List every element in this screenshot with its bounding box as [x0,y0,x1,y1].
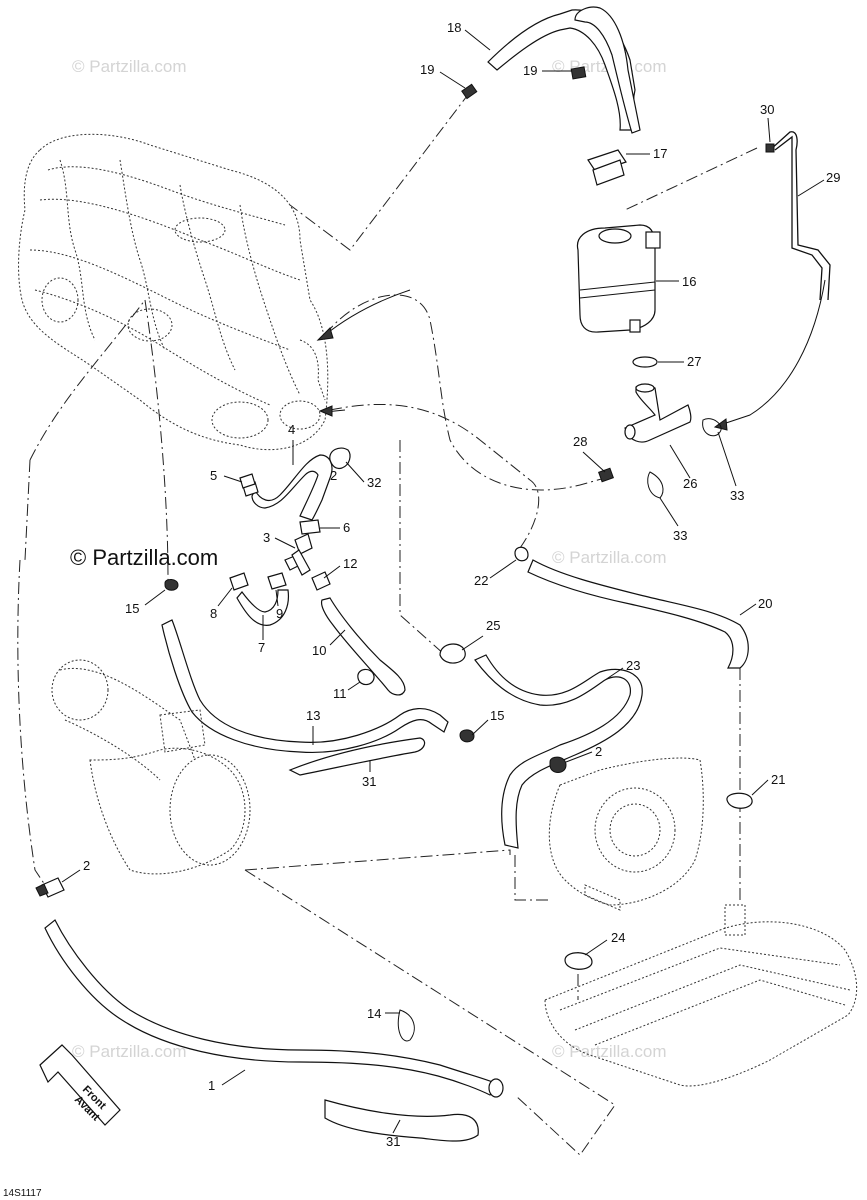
clamp-11 [357,668,375,686]
callout-label: 9 [276,606,283,621]
callout-label: 18 [447,20,461,35]
callout-label: 1 [208,1078,215,1093]
hose-26 [624,383,692,443]
callout-label: 23 [626,658,640,673]
hose-1 [44,919,504,1098]
clamp-2-pump [549,756,567,773]
callout-label: 4 [288,422,295,437]
callout-label: 15 [125,601,139,616]
engine-illustration [18,133,329,451]
flow-arrows [316,279,826,431]
clamp-27 [632,356,658,368]
tie-33-lower [647,471,664,499]
sleeve-31-middle [288,737,426,776]
callout-label: 16 [682,274,696,289]
drawing-code: 14S1117 [3,1188,42,1199]
hose-23 [474,654,643,849]
clamp-25 [439,643,466,664]
watermark-faint: © Partzilla.com [552,548,667,567]
clamp-15-lower [459,729,475,743]
clamp-22 [514,546,529,562]
clamp-19-right [570,66,587,80]
callout-label: 33 [673,528,687,543]
callout-label: 27 [687,354,701,369]
clamp-21 [726,792,753,809]
callout-label: 3 [263,530,270,545]
callout-label: 24 [611,930,625,945]
hose-29 [769,131,831,301]
tie-33-upper [702,418,722,437]
callout-label: 20 [758,596,772,611]
faint-watermarks: © Partzilla.com © Partzilla.com © Partzi… [72,57,667,1061]
sleeve-31-bottom [324,1099,479,1142]
grommet-32 [329,447,351,470]
callout-label: 21 [771,772,785,787]
coolant-reservoir-16 [576,224,661,333]
muffler-illustration [51,659,251,875]
tee-fitting-3 [284,533,313,576]
callout-label: 25 [486,618,500,633]
clamp-8 [229,572,249,591]
callout-label: 12 [343,556,357,571]
fitting-2-lower-left [35,877,65,898]
callout-label: 19 [420,62,434,77]
hose-10 [320,597,406,696]
callout-label: 19 [523,63,537,78]
ride-plate [544,904,858,1087]
callout-label: 2 [330,468,337,483]
clamp-12 [311,571,331,591]
callout-label: 32 [367,475,381,490]
routing-indication-lines [17,91,758,1156]
partzilla-watermark: © Partzilla.com [70,545,218,570]
callout-label: 31 [386,1134,400,1149]
callout-label: 2 [595,744,602,759]
callout-label: 10 [312,643,326,658]
hose-4 [251,454,333,521]
fitting-30 [765,143,775,153]
hose-7 [236,589,290,626]
callout-label: 29 [826,170,840,185]
callout-label: 14 [367,1006,381,1021]
callout-label: 33 [730,488,744,503]
clamp-5 [239,473,259,497]
clamp-6 [299,519,321,535]
hose-13 [161,619,449,754]
callout-label: 28 [573,434,587,449]
clamp-28 [598,467,614,483]
watermark-faint: © Partzilla.com [552,1042,667,1061]
clamp-19-left [461,83,478,100]
clamp-9 [267,572,287,590]
callout-label: 22 [474,573,488,588]
callout-label: 30 [760,102,774,117]
callout-label: 15 [490,708,504,723]
jet-pump-housing [548,757,704,911]
callout-label: 11 [333,686,347,701]
clamp-15-upper [164,579,179,591]
callout-label: 2 [83,858,90,873]
callout-label: 26 [683,476,697,491]
callout-label: 8 [210,606,217,621]
clamp-24 [564,952,593,970]
callout-label: 6 [343,520,350,535]
hose-20 [527,559,749,669]
reservoir-cap-17 [587,149,627,186]
callouts: 1 2 2 2 3 4 5 6 7 8 9 10 11 12 13 14 15 [61,20,840,1149]
callout-label: 17 [653,146,667,161]
callout-label: 31 [362,774,376,789]
hose-18 [487,6,641,134]
watermark-faint: © Partzilla.com [72,57,187,76]
tie-14 [397,1009,415,1042]
callout-label: 5 [210,468,217,483]
callout-label: 13 [306,708,320,723]
watermark-faint: © Partzilla.com [72,1042,187,1061]
callout-label: 7 [258,640,265,655]
